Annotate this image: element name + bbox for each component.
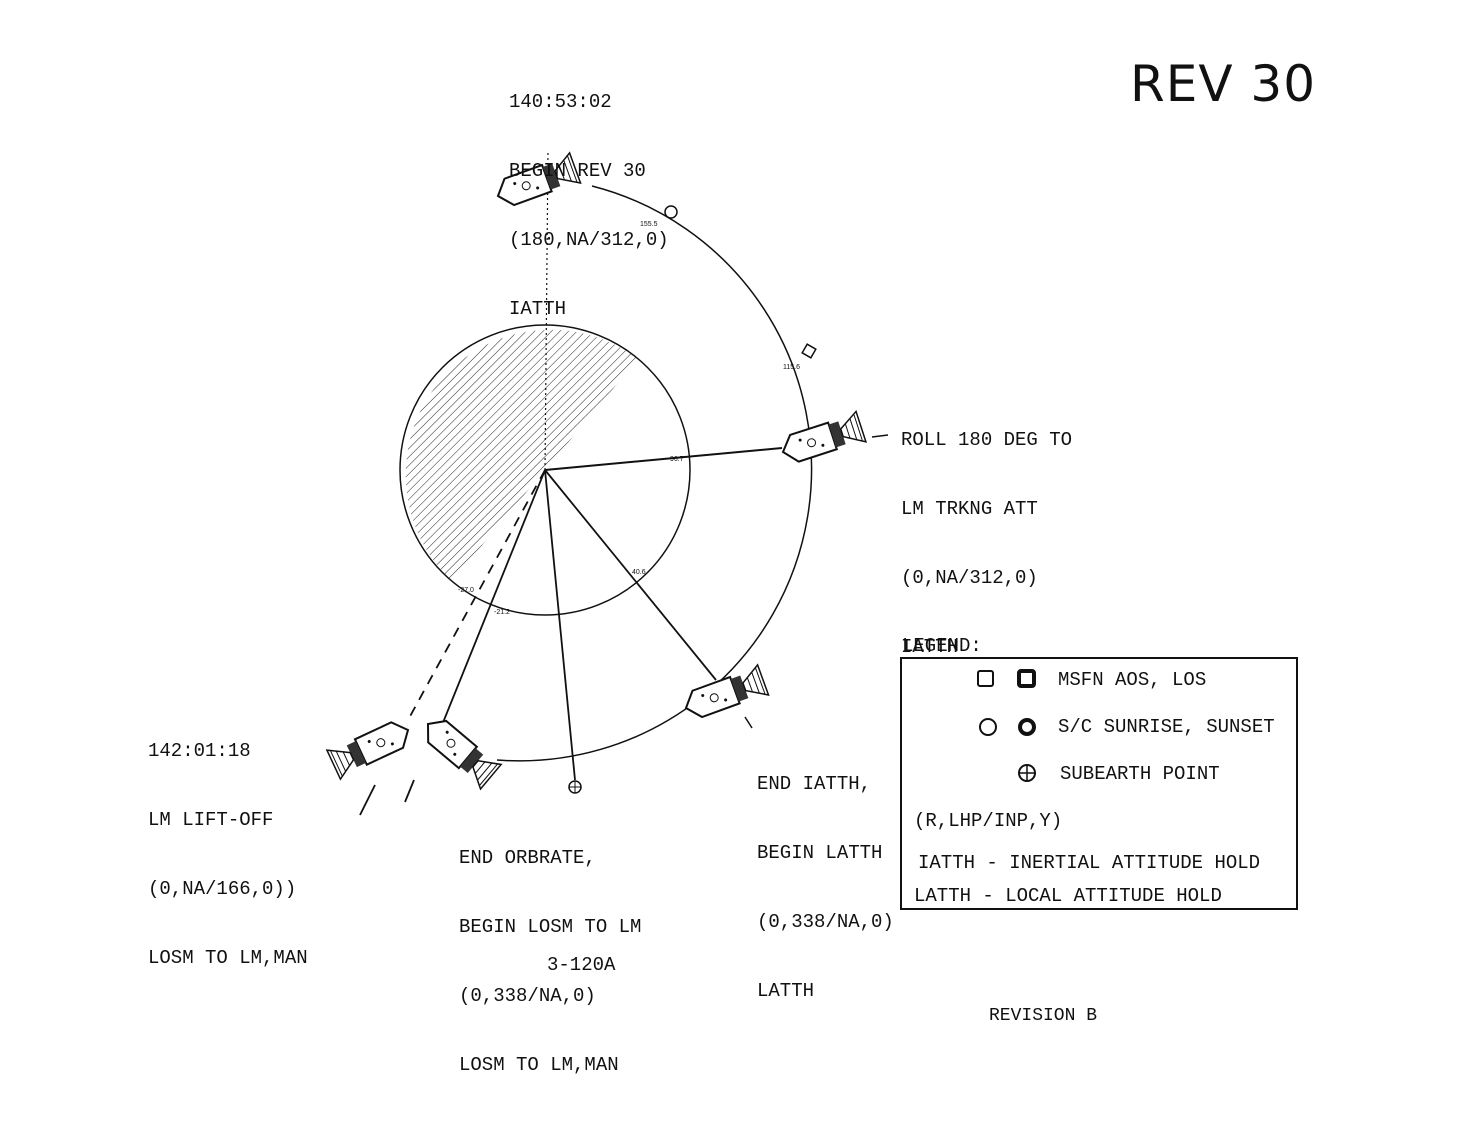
event-line: LOSM TO LM,MAN bbox=[148, 947, 308, 969]
line-liftoff-dashed bbox=[407, 469, 546, 721]
legend-latth: LATTH - LOCAL ATTITUDE HOLD bbox=[914, 885, 1222, 907]
page-number: 3-120A bbox=[547, 954, 616, 976]
legend-iatth: IATTH - INERTIAL ATTITUDE HOLD bbox=[918, 852, 1261, 874]
event-line: ROLL 180 DEG TO bbox=[901, 429, 1073, 451]
angle-label: -21.2 bbox=[494, 609, 510, 616]
line-roll bbox=[544, 447, 783, 471]
spacecraft-liftoff bbox=[325, 714, 416, 781]
legend: MSFN AOS, LOS S/C SUNRISE, SUNSET SUBEAR… bbox=[900, 657, 1298, 910]
spacecraft-end-orbrate bbox=[416, 710, 503, 790]
aos-square-icon bbox=[977, 670, 994, 687]
event-time: 140:53:02 bbox=[509, 91, 612, 113]
sunrise-circle-icon bbox=[979, 718, 997, 736]
event-line: IATTH bbox=[901, 636, 959, 658]
event-end-orbrate: END ORBRATE, BEGIN LOSM TO LM (0,338/NA,… bbox=[459, 801, 641, 1100]
angle-label: 155.5 bbox=[640, 221, 658, 228]
sunset-circle-icon bbox=[1018, 718, 1036, 736]
event-roll: ROLL 180 DEG TO LM TRKNG ATT (0,NA/312,0… bbox=[901, 383, 1072, 682]
event-line: LM LIFT-OFF bbox=[148, 809, 274, 831]
event-line: LATTH bbox=[757, 980, 815, 1002]
moon bbox=[399, 324, 691, 616]
event-line: (180,NA/312,0) bbox=[509, 229, 669, 251]
legend-symbols bbox=[977, 669, 1036, 782]
line-liftoff bbox=[439, 469, 546, 731]
legend-format: (R,LHP/INP,Y) bbox=[914, 810, 1063, 832]
event-begin-rev: 140:53:02 BEGIN REV 30 (180,NA/312,0) IA… bbox=[509, 45, 669, 344]
line-end-iatth bbox=[544, 469, 717, 681]
line-end-orbrate bbox=[544, 469, 576, 781]
spacecraft-roll bbox=[777, 410, 867, 469]
legend-subearth: SUBEARTH POINT bbox=[1060, 763, 1220, 785]
event-line: (0,338/NA,0) bbox=[757, 911, 894, 933]
event-line: BEGIN LATTH bbox=[757, 842, 883, 864]
angle-label: 115.6 bbox=[783, 364, 800, 371]
legend-sun: S/C SUNRISE, SUNSET bbox=[1058, 716, 1275, 738]
legend-heading: LEGEND: bbox=[902, 635, 982, 657]
event-time: 142:01:18 bbox=[148, 740, 251, 762]
event-line: BEGIN REV 30 bbox=[509, 160, 646, 182]
spacecraft-end-iatth bbox=[679, 663, 770, 725]
event-line: (0,NA/312,0) bbox=[901, 567, 1038, 589]
orbit-path bbox=[496, 185, 813, 762]
subearth-icon bbox=[1018, 764, 1036, 782]
event-line: IATTH bbox=[509, 298, 567, 320]
event-line: LM TRKNG ATT bbox=[901, 498, 1038, 520]
event-line: (0,NA/166,0)) bbox=[148, 878, 297, 900]
event-lm-liftoff: 142:01:18 LM LIFT-OFF (0,NA/166,0)) LOSM… bbox=[148, 694, 308, 993]
moon-dark-side bbox=[405, 329, 638, 581]
aos-marker bbox=[801, 343, 817, 359]
event-line: END ORBRATE, bbox=[459, 847, 596, 869]
page-title: REV 30 bbox=[1130, 55, 1317, 113]
angle-label: 96.7 bbox=[670, 456, 684, 463]
legend-msfn: MSFN AOS, LOS bbox=[1058, 669, 1207, 691]
event-line: BEGIN LOSM TO LM bbox=[459, 916, 642, 938]
revision: REVISION B bbox=[989, 1006, 1098, 1026]
angle-label: -27.0 bbox=[458, 587, 474, 594]
angle-label: 40.6 bbox=[632, 569, 646, 576]
subearth-point-marker bbox=[568, 780, 582, 794]
event-end-iatth: END IATTH, BEGIN LATTH (0,338/NA,0) LATT… bbox=[757, 727, 894, 1026]
line-begin-rev bbox=[544, 149, 549, 471]
los-square-icon bbox=[1017, 669, 1036, 688]
event-line: (0,338/NA,0) bbox=[459, 985, 596, 1007]
event-line: LOSM TO LM,MAN bbox=[459, 1054, 619, 1076]
sunrise-marker bbox=[664, 205, 678, 219]
event-line: END IATTH, bbox=[757, 773, 872, 795]
